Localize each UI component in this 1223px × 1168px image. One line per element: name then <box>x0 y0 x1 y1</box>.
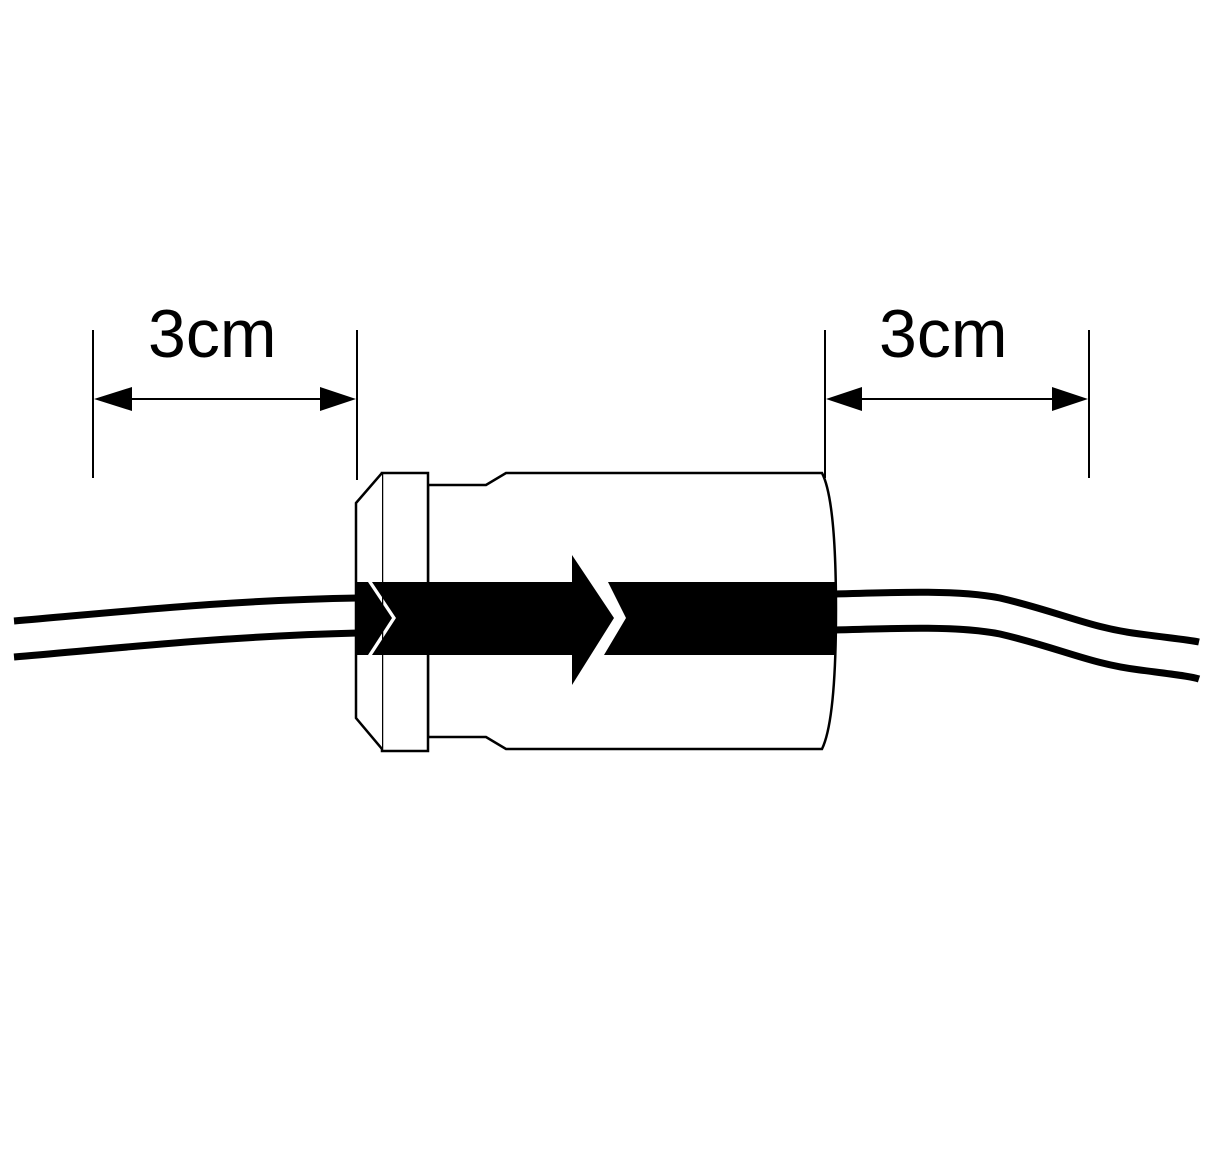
left-dimension-label: 3cm <box>148 296 277 372</box>
direction-arrow-icon <box>356 555 836 685</box>
left-dimension-arrowhead-left-icon <box>94 387 132 411</box>
right-dimension <box>824 330 1090 478</box>
left-dimension-arrowhead-right-icon <box>320 387 356 411</box>
right-dimension-label: 3cm <box>879 296 1008 372</box>
left-dimension <box>92 330 358 480</box>
right-wire-pair <box>835 588 1201 683</box>
right-dimension-arrowhead-right-icon <box>1052 387 1088 411</box>
right-dimension-arrowhead-left-icon <box>826 387 862 411</box>
left-wire-pair <box>13 594 359 661</box>
